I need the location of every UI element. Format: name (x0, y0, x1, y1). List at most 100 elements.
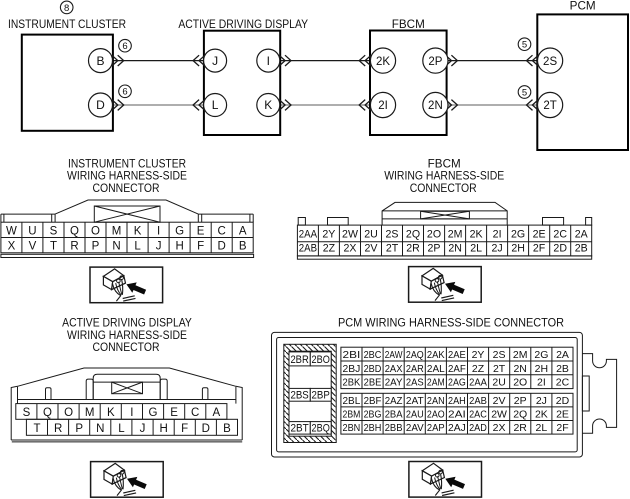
svg-text:2C: 2C (553, 228, 567, 240)
svg-text:L: L (134, 241, 141, 253)
svg-text:2BA: 2BA (385, 409, 403, 421)
svg-text:2BF: 2BF (364, 395, 382, 407)
svg-text:S: S (23, 407, 31, 419)
svg-text:2L: 2L (470, 243, 482, 255)
svg-text:2M: 2M (513, 349, 528, 361)
svg-text:2AA: 2AA (469, 377, 487, 389)
svg-text:K: K (134, 226, 142, 238)
svg-text:K: K (264, 98, 272, 112)
svg-text:2BD: 2BD (364, 363, 382, 375)
svg-text:2T: 2T (386, 243, 399, 255)
svg-text:WIRING HARNESS-SIDE: WIRING HARNESS-SIDE (67, 171, 187, 183)
svg-text:N: N (96, 423, 104, 435)
svg-text:2AD: 2AD (469, 422, 487, 434)
svg-text:I: I (130, 407, 133, 419)
svg-text:K: K (107, 407, 115, 419)
svg-text:2AT: 2AT (406, 395, 424, 407)
svg-text:2E: 2E (533, 228, 546, 240)
svg-text:2I: 2I (493, 228, 502, 240)
svg-text:H: H (159, 423, 167, 435)
svg-text:Q: Q (43, 407, 52, 419)
svg-text:5: 5 (522, 87, 527, 98)
svg-text:2T: 2T (493, 363, 506, 375)
svg-text:2AM: 2AM (427, 377, 445, 389)
svg-text:2AR: 2AR (406, 363, 424, 375)
svg-text:PCM WIRING HARNESS-SIDE CONNEC: PCM WIRING HARNESS-SIDE CONNECTOR (338, 317, 564, 329)
svg-text:2BO: 2BO (312, 354, 331, 366)
svg-text:2U: 2U (364, 228, 378, 240)
svg-text:2AI: 2AI (448, 409, 466, 421)
svg-text:2P: 2P (514, 395, 527, 407)
svg-text:2G: 2G (534, 349, 548, 361)
svg-text:6: 6 (122, 87, 127, 98)
svg-text:2Q: 2Q (406, 228, 420, 240)
svg-text:2O: 2O (427, 228, 441, 240)
svg-text:2J: 2J (491, 243, 502, 255)
svg-text:2AU: 2AU (406, 409, 424, 421)
svg-text:FBCM: FBCM (392, 19, 425, 31)
svg-text:2BT: 2BT (290, 422, 309, 434)
svg-text:2R: 2R (406, 243, 420, 255)
svg-text:N: N (112, 241, 120, 253)
svg-text:I: I (157, 226, 160, 238)
svg-text:2H: 2H (535, 363, 548, 375)
svg-text:2BM: 2BM (343, 409, 361, 421)
svg-text:2S: 2S (543, 56, 557, 68)
svg-text:P: P (75, 423, 83, 435)
svg-text:2BL: 2BL (343, 395, 361, 407)
svg-text:ACTIVE DRIVING DISPLAY: ACTIVE DRIVING DISPLAY (178, 19, 308, 31)
svg-text:V: V (29, 241, 37, 253)
svg-text:PCM: PCM (570, 0, 596, 12)
svg-text:2I: 2I (378, 100, 388, 112)
svg-text:2A: 2A (575, 228, 589, 240)
svg-text:C: C (191, 407, 199, 419)
svg-text:2AP: 2AP (427, 422, 445, 434)
svg-text:ACTIVE DRIVING DISPLAY: ACTIVE DRIVING DISPLAY (62, 317, 192, 329)
svg-text:2R: 2R (513, 422, 527, 434)
svg-text:2AG: 2AG (448, 377, 466, 389)
svg-text:2K: 2K (535, 409, 548, 421)
svg-text:B: B (239, 241, 247, 253)
svg-text:6: 6 (122, 41, 127, 52)
svg-text:2U: 2U (492, 377, 505, 389)
svg-text:2C: 2C (556, 377, 570, 389)
svg-text:2BE: 2BE (364, 377, 382, 389)
svg-text:S: S (50, 226, 58, 238)
svg-text:INSTRUMENT CLUSTER: INSTRUMENT CLUSTER (8, 19, 126, 31)
svg-text:2V: 2V (493, 395, 506, 407)
svg-text:O: O (64, 407, 73, 419)
svg-text:M: M (85, 407, 95, 419)
svg-text:CONNECTOR: CONNECTOR (93, 183, 160, 195)
svg-text:2K: 2K (470, 228, 483, 240)
svg-text:2Q: 2Q (513, 409, 527, 421)
svg-text:W: W (6, 226, 17, 238)
svg-text:2M: 2M (448, 228, 463, 240)
svg-text:2F: 2F (556, 422, 568, 434)
svg-text:2N: 2N (513, 363, 526, 375)
svg-text:L: L (118, 423, 125, 435)
svg-text:2BS: 2BS (290, 390, 308, 402)
svg-text:2AH: 2AH (448, 395, 466, 407)
svg-text:2AE: 2AE (448, 349, 466, 361)
svg-text:X: X (8, 241, 16, 253)
svg-text:R: R (54, 423, 62, 435)
svg-text:F: F (181, 423, 188, 435)
svg-text:2G: 2G (511, 228, 525, 240)
svg-text:A: A (239, 226, 247, 238)
svg-text:2X: 2X (493, 422, 506, 434)
svg-text:2S: 2S (386, 228, 399, 240)
svg-text:E: E (170, 407, 178, 419)
svg-text:B: B (223, 423, 231, 435)
svg-text:2AW: 2AW (385, 349, 403, 361)
svg-text:2O: 2O (513, 377, 527, 389)
svg-text:CONNECTOR: CONNECTOR (410, 183, 477, 195)
svg-text:D: D (96, 98, 105, 112)
svg-text:2BC: 2BC (364, 349, 382, 361)
svg-text:2AZ: 2AZ (385, 395, 403, 407)
svg-text:2D: 2D (553, 243, 567, 255)
svg-text:2Y: 2Y (472, 349, 485, 361)
svg-text:F: F (197, 241, 204, 253)
svg-text:2BJ: 2BJ (343, 363, 361, 375)
svg-text:2P: 2P (428, 56, 442, 68)
svg-text:2AB: 2AB (299, 243, 317, 255)
